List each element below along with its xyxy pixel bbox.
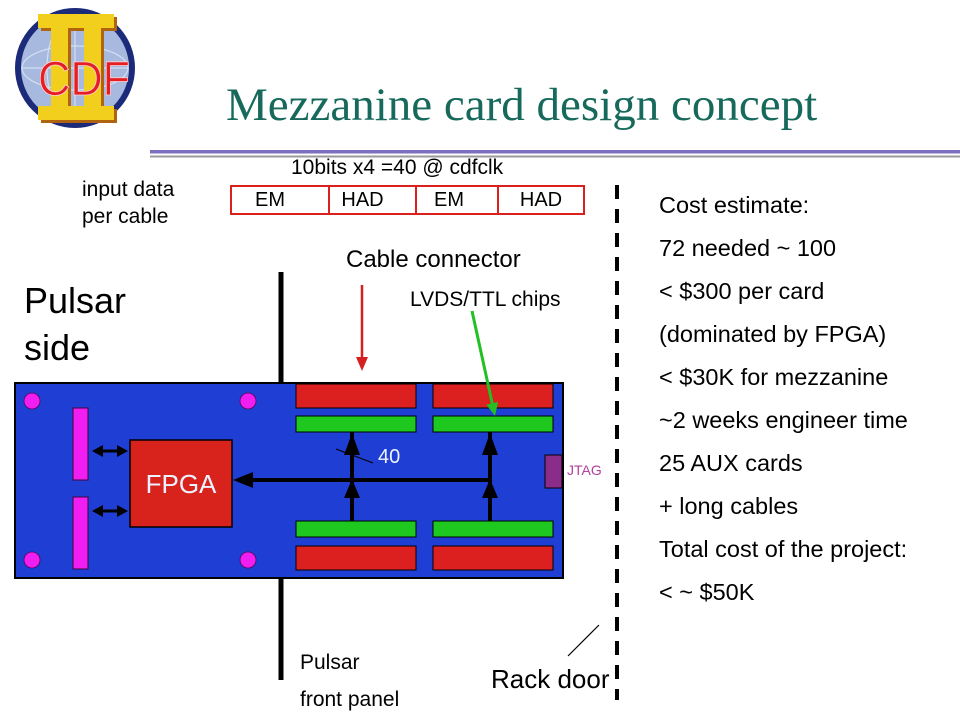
pointer-shaft [470, 310, 494, 404]
field-had: HAD [497, 187, 583, 213]
mounting-holes [23, 392, 257, 569]
arrowhead [486, 402, 499, 416]
jtag-label: JTAG [567, 462, 602, 478]
field-em: EM [415, 187, 497, 213]
cable-connector-bottom-left [295, 545, 417, 571]
logo-text: CDF [38, 53, 130, 106]
input-data-label-line: input data [82, 178, 175, 201]
cost-item: (dominated by FPGA) [659, 321, 887, 347]
cost-item: ~2 weeks engineer time [659, 407, 908, 433]
data-bus [233, 432, 498, 521]
arrowhead [233, 472, 253, 488]
logo-numeral [38, 14, 114, 120]
cost-estimate: Cost estimate: 72 needed ~ 100 < $300 pe… [659, 184, 908, 614]
lvds-chips-label: LVDS/TTL chips [410, 288, 561, 311]
rack-door-label: Rack door [491, 664, 610, 694]
logo-numeral-right [84, 28, 101, 106]
pulsar-connector-upper [72, 407, 89, 481]
arrowhead [482, 479, 498, 498]
lvds-chip-top-left [295, 415, 417, 433]
arrowhead [92, 505, 103, 517]
cost-item: Total cost of the project: [659, 536, 908, 562]
arrowhead [356, 357, 368, 371]
front-panel-label: Pulsar front panel [300, 644, 399, 718]
logo-numeral-left [51, 28, 68, 106]
arrowhead [92, 445, 103, 457]
cable-connector-top-left [295, 383, 417, 409]
field-em: EM [255, 189, 285, 211]
pulsar-side-label-line: side [24, 327, 91, 368]
slide-title: Mezzanine card design concept [226, 79, 818, 131]
logo-numeral-top [38, 14, 114, 28]
cable-connector-label: Cable connector [346, 246, 521, 273]
lvds-chips [295, 415, 554, 538]
front-panel-label-line: front panel [300, 688, 400, 711]
mounting-hole [239, 551, 257, 569]
mounting-hole [23, 392, 41, 410]
logo-numeral-bottom [38, 106, 114, 120]
cost-item: + long cables [659, 493, 799, 519]
arrowhead [482, 433, 498, 455]
lvds-chip-pointer [470, 310, 499, 416]
bus-width-label: 40 [378, 446, 400, 468]
title-rule-secondary [150, 155, 960, 158]
rack-door-pointer [567, 624, 600, 657]
pulsar-side-label-line: Pulsar [24, 280, 127, 321]
input-data-label: input data per cable [82, 176, 174, 230]
bus-width-tick [335, 448, 374, 464]
pulsar-connector-lower [72, 496, 89, 570]
cost-item: 25 AUX cards [659, 450, 803, 476]
arrowhead [117, 505, 128, 517]
fpga-label: FPGA [146, 469, 217, 499]
jtag-connector [544, 454, 563, 489]
cost-item: < ~ $50K [659, 579, 755, 605]
arrowhead [344, 479, 360, 498]
bits-per-cable-label: 10bits x4 =40 @ cdfclk [291, 156, 504, 179]
title-rule-primary [150, 150, 960, 154]
lvds-chip-top-right [432, 415, 554, 433]
cable-connector-pointer [356, 285, 368, 371]
arrowhead [117, 445, 128, 457]
field-had: HAD [328, 187, 415, 213]
cost-item: < $300 per card [659, 278, 825, 304]
cable-connectors [295, 383, 554, 571]
mounting-hole [239, 392, 257, 410]
cost-item: < $30K for mezzanine [659, 364, 889, 390]
fpga-link-arrow-upper [92, 445, 128, 457]
cdf-logo: CDF [15, 8, 135, 128]
input-data-format: EM HAD EM HAD [230, 185, 585, 215]
input-data-label-line: per cable [82, 205, 169, 228]
fpga-chip [129, 439, 233, 528]
fpga-link-arrow-lower [92, 505, 128, 517]
arrowhead [344, 433, 360, 455]
pulsar-side-label: Pulsar side [24, 277, 126, 371]
front-panel-label-line: Pulsar [300, 651, 360, 674]
cost-estimate-heading: Cost estimate: [659, 192, 810, 218]
cost-item: 72 needed ~ 100 [659, 235, 837, 261]
mounting-hole [23, 551, 41, 569]
lvds-chip-bottom-left [295, 520, 417, 538]
lvds-chip-bottom-right [432, 520, 554, 538]
cable-connector-bottom-right [432, 545, 554, 571]
